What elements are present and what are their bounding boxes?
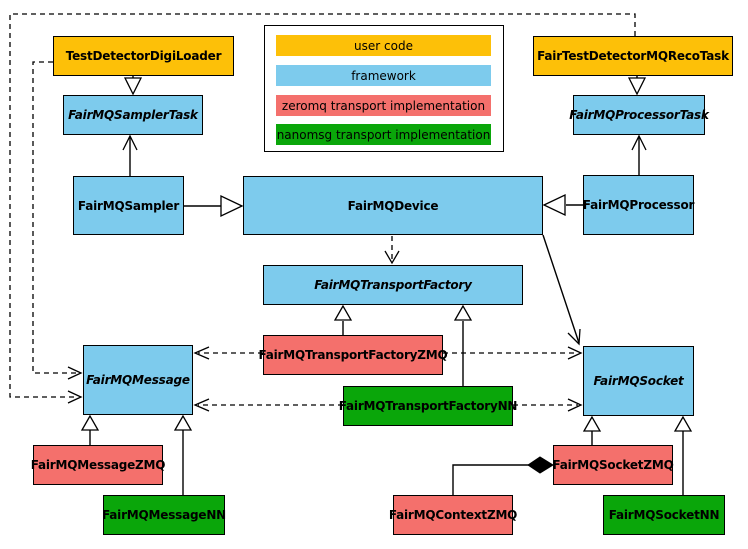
node-label: FairMQProcessorTask [569,108,709,122]
legend-item-user-code: user code [276,35,491,56]
legend: user code framework zeromq transport imp… [264,25,504,152]
edge-factorynn-factory-inheritance [453,304,473,386]
node-fairmqsampler: FairMQSampler [73,176,184,235]
node-fairmqtransportfactory: FairMQTransportFactory [263,265,523,305]
edge-device-socket-arrow [542,234,581,346]
node-label: FairTestDetectorMQRecoTask [537,49,729,63]
edge-socketzmq-socket-inheritance [582,415,602,445]
edge-sampler-samplertask-arrow [122,134,138,176]
edge-factoryzmq-message-dashed [193,346,263,360]
legend-item-zeromq: zeromq transport implementation [276,95,491,116]
edge-sampler-device-inheritance [184,194,244,218]
node-label: FairMQTransportFactory [314,278,472,292]
node-label: FairMQProcessor [582,198,695,212]
edge-messagezmq-message-inheritance [80,414,100,445]
edge-contextzmq-socketzmq-composition [452,456,554,495]
node-label: FairMQContextZMQ [388,508,518,522]
node-testdetectordigiloader: TestDetectorDigiLoader [53,36,234,76]
node-label: FairMQMessage [86,373,190,387]
edge-messagenn-message-inheritance [173,414,193,495]
node-label: FairMQSocketZMQ [552,458,674,472]
edge-processor-processortask-arrow [631,134,647,175]
node-fairmqdevice: FairMQDevice [243,176,543,235]
node-label: FairMQSocket [593,374,684,388]
node-fairmqprocessortask: FairMQProcessorTask [569,95,709,135]
edge-processor-device-inheritance [542,193,583,217]
edge-factoryzmq-factory-inheritance [333,304,353,335]
node-label: FairMQSampler [77,198,180,213]
node-fairmqsocketnn: FairMQSocketNN [603,495,725,535]
node-label: FairMQMessageZMQ [30,458,166,472]
legend-label: user code [354,38,413,53]
edge-factorynn-socket-dashed [513,398,583,412]
edge-recotask-processortask-inheritance [627,76,647,96]
node-label: FairMQSocketNN [608,508,720,522]
node-label: TestDetectorDigiLoader [65,49,222,63]
node-fairmqprocessor: FairMQProcessor [583,175,694,235]
node-fairmqmessagezmq: FairMQMessageZMQ [30,445,166,485]
node-fairmqtransportfactoryzmq: FairMQTransportFactoryZMQ [258,335,448,375]
legend-item-nanomsg: nanomsg transport implementation [276,124,491,145]
node-label: FairMQMessageNN [101,508,227,522]
legend-label: nanomsg transport implementation [276,127,491,142]
node-fairmqcontextzmq: FairMQContextZMQ [389,495,517,535]
node-fairmqsocketzmq: FairMQSocketZMQ [552,445,674,485]
edge-digiloader-samplertask-inheritance [123,76,143,96]
node-label: FairMQSamplerTask [68,108,198,122]
node-fairtestdetectormqrecotask: FairTestDetectorMQRecoTask [533,36,733,76]
edge-factorynn-message-dashed [193,398,343,412]
node-label: FairMQTransportFactoryNN [338,399,518,413]
legend-item-framework: framework [276,65,491,86]
node-label: FairMQTransportFactoryZMQ [258,348,448,362]
edge-device-transportfactory-dashed [384,236,400,265]
node-fairmqtransportfactorynn: FairMQTransportFactoryNN [339,386,517,426]
edge-socketnn-socket-inheritance [673,415,693,495]
node-fairmqmessage: FairMQMessage [83,345,193,415]
node-fairmqmessagenn: FairMQMessageNN [101,495,227,535]
legend-label: framework [351,68,416,83]
node-label: FairMQDevice [347,198,439,213]
node-fairmqsocket: FairMQSocket [583,346,694,416]
edge-factoryzmq-socket-dashed [443,346,583,360]
node-fairmqsamplertask: FairMQSamplerTask [63,95,203,135]
legend-label: zeromq transport implementation [281,98,486,113]
